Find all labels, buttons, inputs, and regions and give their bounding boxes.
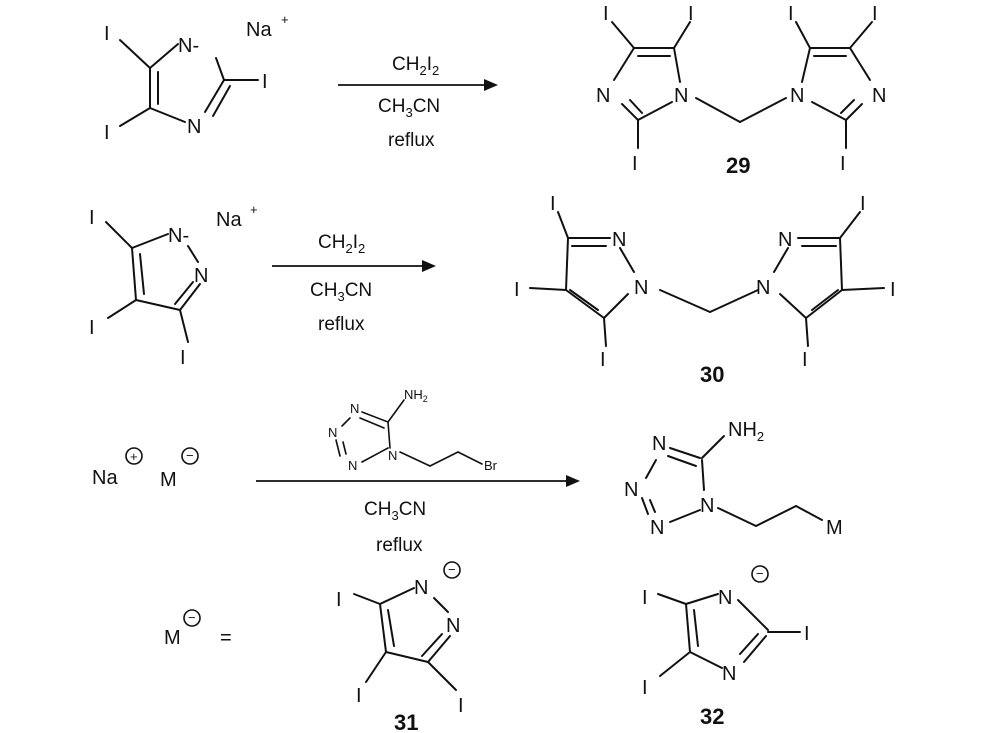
atom-n: N [446, 615, 460, 637]
charge-minus-circled: − [188, 610, 196, 625]
anion-32-triiodoimidazolide: N − N I I I 32 [642, 565, 810, 729]
atom-n: N [624, 479, 638, 501]
atom-i: I [600, 349, 606, 371]
atom-i: I [104, 23, 110, 45]
atom-i: I [550, 193, 556, 215]
charge-plus-circled: + [130, 449, 138, 464]
amino-group: NH2 [728, 419, 764, 444]
atom-n: N [388, 448, 397, 463]
atom-n: N [674, 85, 688, 107]
m-anion-definition: M − = [164, 609, 232, 649]
atom-n: N [596, 85, 610, 107]
reaction-arrow-1: CH2I2 CH3CN reflux [338, 54, 498, 151]
product-aminotetrazolylethyl-m: N N N N NH2 M [624, 419, 843, 539]
atom-n: N [612, 229, 626, 251]
atom-m: M [826, 517, 843, 539]
compound-number-29: 29 [726, 153, 750, 178]
atom-i: I [802, 349, 808, 371]
reaction-arrow-3: CH3CN reflux [256, 475, 580, 556]
solvent-ch3cn: CH3CN [378, 96, 440, 120]
reagent-ch2i2: CH2I2 [392, 54, 439, 78]
atom-i: I [688, 3, 694, 25]
equals-sign: = [220, 627, 232, 649]
atom-i: I [872, 3, 878, 25]
atom-i: I [180, 347, 186, 369]
atom-n-anion: N- [178, 35, 199, 57]
atom-i: I [104, 122, 110, 144]
atom-br: Br [484, 458, 498, 473]
atom-n: N [414, 577, 428, 599]
compound-number-32: 32 [700, 704, 724, 729]
solvent-ch3cn: CH3CN [364, 499, 426, 523]
condition-reflux: reflux [376, 535, 423, 556]
reagent-bromoethyl-aminotetrazole: N N N N NH2 Br [328, 387, 498, 473]
atom-n: N [348, 458, 357, 473]
charge-minus-circled: − [448, 562, 456, 577]
charge-minus-circled: − [186, 448, 194, 463]
atom-i: I [458, 695, 464, 717]
atom-n: N [652, 433, 666, 455]
atom-n: N [350, 401, 359, 416]
atom-n: N [194, 265, 208, 287]
atom-i: I [804, 623, 810, 645]
atom-na: Na [216, 209, 242, 231]
atom-m: M [164, 627, 181, 649]
atom-i: I [356, 685, 362, 707]
atom-i: I [642, 677, 648, 699]
atom-n: N [634, 277, 648, 299]
atom-i: I [89, 317, 95, 339]
solvent-ch3cn: CH3CN [310, 280, 372, 304]
charge-minus-circled: − [756, 566, 764, 581]
atom-n: N [700, 495, 714, 517]
atom-i: I [514, 279, 520, 301]
atom-i: I [632, 153, 638, 175]
atom-n: N [718, 587, 732, 609]
atom-i: I [840, 153, 846, 175]
atom-n: N [756, 277, 770, 299]
compound-number-30: 30 [700, 362, 724, 387]
reactant-sodium-metal-salt: Na + M − [92, 447, 199, 491]
atom-i: I [336, 589, 342, 611]
product-30-bis-triiodopyrazolylmethane: N N N N I I I I I I 30 [514, 193, 896, 387]
atom-n: N [790, 85, 804, 107]
reactant-sodium-triiodopyrazolide: N- N I I I Na + [89, 202, 258, 369]
atom-i: I [89, 207, 95, 229]
product-29-bis-triiodoimidazolylmethane: N N N N I I I I I I 29 [596, 3, 886, 178]
atom-na: Na [92, 467, 118, 489]
condition-reflux: reflux [388, 130, 435, 151]
reagent-ch2i2: CH2I2 [318, 232, 365, 256]
atom-n-anion: N- [168, 225, 189, 247]
atom-n: N [722, 663, 736, 685]
charge-plus: + [281, 12, 289, 27]
condition-reflux: reflux [318, 314, 365, 335]
atom-n: N [872, 85, 886, 107]
charge-plus: + [250, 202, 258, 217]
atom-n: N [778, 229, 792, 251]
atom-i: I [642, 587, 648, 609]
atom-i: I [860, 193, 866, 215]
reaction-arrow-2: CH2I2 CH3CN reflux [272, 232, 436, 335]
atom-i: I [603, 3, 609, 25]
anion-31-triiodopyrazolide: N − N I I I 31 [336, 561, 464, 733]
amino-group: NH2 [404, 387, 428, 404]
compound-number-31: 31 [394, 710, 418, 733]
atom-n: N [187, 116, 201, 138]
atom-n: N [650, 517, 664, 539]
atom-m: M [160, 469, 177, 491]
atom-i: I [890, 279, 896, 301]
atom-na: Na [246, 19, 272, 41]
atom-i: I [788, 3, 794, 25]
reactant-sodium-triiodoimidazolide: N- N I I I Na + [104, 12, 289, 144]
atom-n: N [328, 425, 337, 440]
atom-i: I [262, 71, 268, 93]
